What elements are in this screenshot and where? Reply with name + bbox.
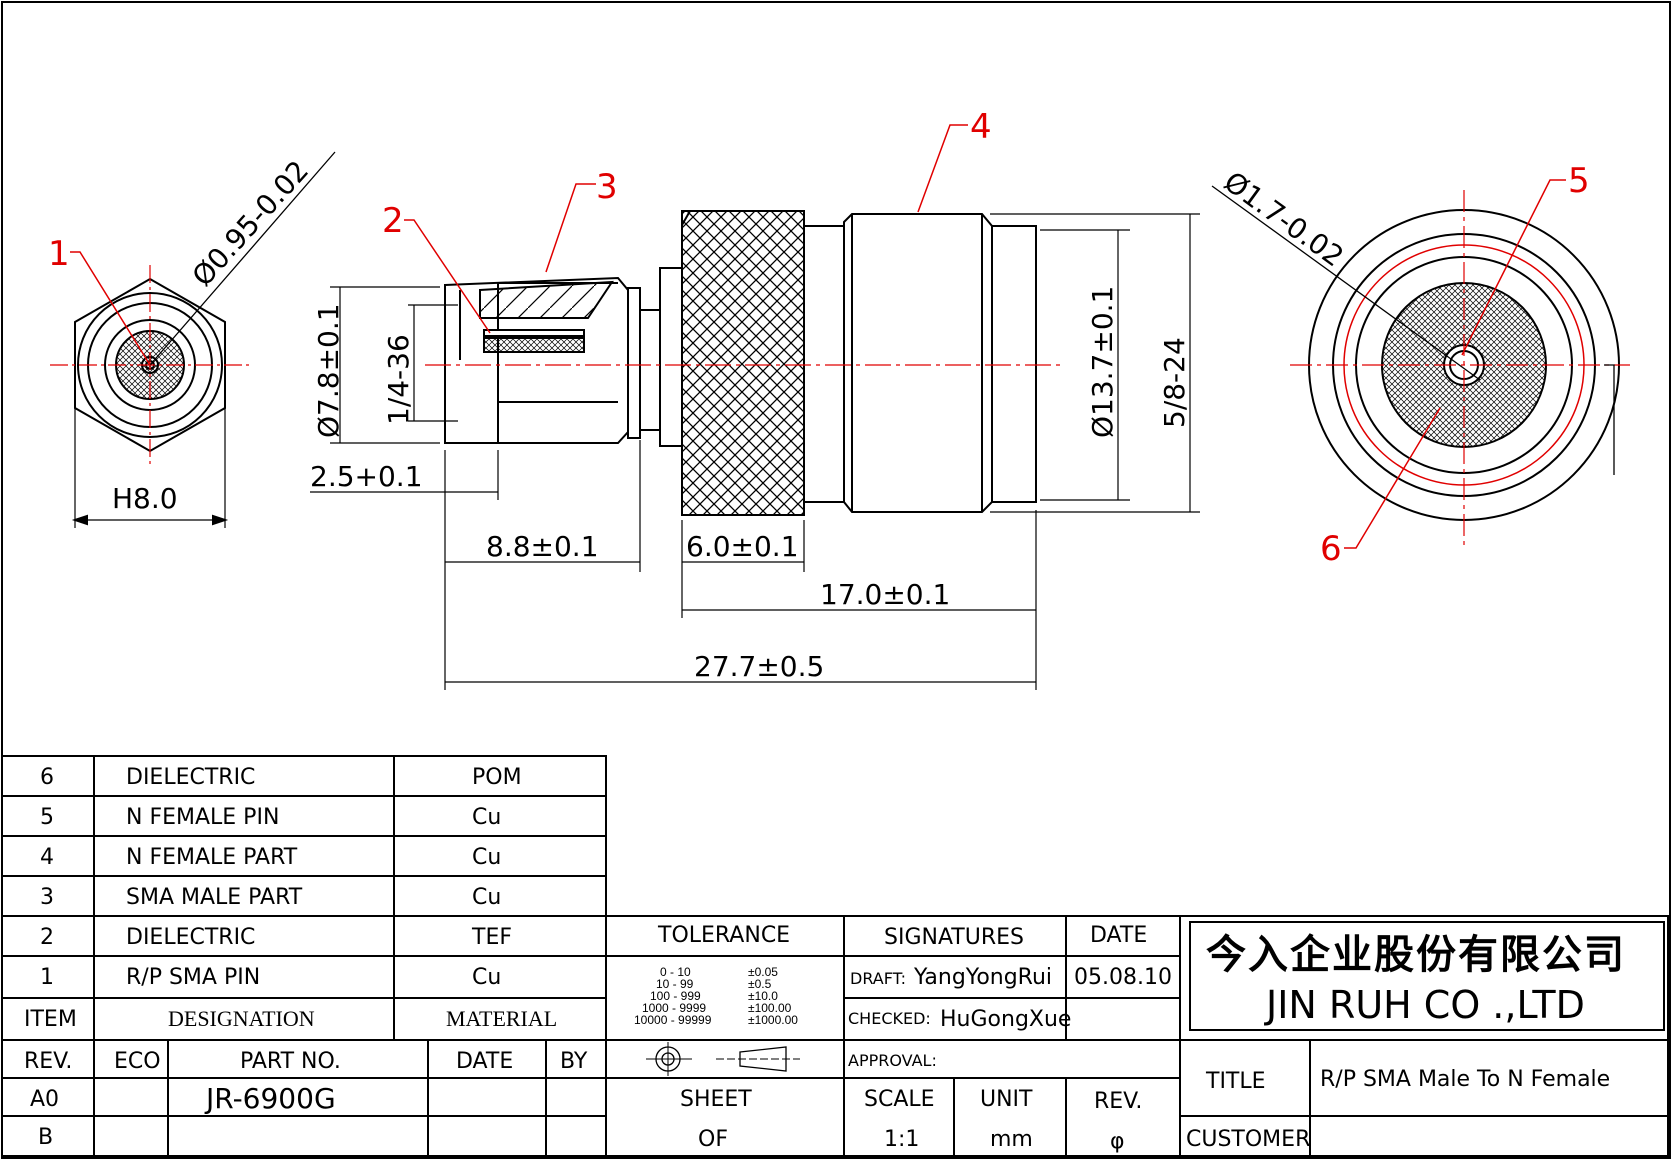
- bom-material: Cu: [472, 805, 501, 830]
- dim-17-0: 17.0±0.1: [820, 578, 950, 611]
- bom-material: Cu: [472, 885, 501, 910]
- unit-value: mm: [990, 1127, 1033, 1152]
- bom-designation: R/P SMA PIN: [126, 965, 260, 990]
- unit-label: UNIT: [980, 1087, 1033, 1112]
- dim-body-dia-n: Ø13.7±0.1: [1086, 286, 1119, 438]
- bom-material: TEF: [471, 925, 512, 950]
- bom-item: 5: [40, 805, 54, 830]
- balloon-5: 5: [1568, 161, 1590, 201]
- part-number: JR-6900G: [204, 1082, 336, 1115]
- rev-header-date: DATE: [456, 1049, 513, 1074]
- scale-label: SCALE: [864, 1087, 935, 1112]
- dim-thread-n: 5/8-24: [1158, 337, 1191, 428]
- bom-material: POM: [472, 765, 522, 790]
- draft-label: DRAFT:: [850, 969, 906, 988]
- bom-header-material: MATERIAL: [446, 1006, 557, 1031]
- svg-text:±1000.00: ±1000.00: [748, 1013, 798, 1027]
- bom-item: 6: [40, 765, 54, 790]
- bom-designation: N FEMALE PART: [126, 845, 298, 870]
- bom-header-item: ITEM: [24, 1007, 77, 1032]
- dim-27-7: 27.7±0.5: [694, 650, 824, 683]
- signatures-title: SIGNATURES: [884, 925, 1024, 950]
- rev-b: B: [38, 1125, 53, 1150]
- bom-item: 2: [40, 925, 54, 950]
- company-name-chinese: 今入企业股份有限公司: [1206, 932, 1626, 978]
- scale-value: 1:1: [884, 1127, 919, 1152]
- n-end-view: [1211, 185, 1630, 545]
- approval-label: APPROVAL:: [848, 1051, 937, 1070]
- svg-text:±0.05: ±0.05: [748, 965, 778, 979]
- revision-rows: REV. ECO PART NO. DATE BY A0 JR-6900G B: [24, 1049, 588, 1150]
- bom-item: 3: [40, 885, 54, 910]
- svg-text:0 - 10: 0 - 10: [660, 965, 691, 979]
- bom-material: Cu: [472, 965, 501, 990]
- revision-table: [1, 1039, 607, 1157]
- dim-pin-dia: Ø0.95-0.02: [186, 154, 315, 293]
- dim-8-8: 8.8±0.1: [486, 530, 599, 563]
- svg-text:±10.0: ±10.0: [748, 989, 778, 1003]
- bom-rows: 6 DIELECTRIC POM 5 N FEMALE PIN Cu 4 N F…: [24, 765, 557, 1032]
- bom-header-designation: DESIGNATION: [168, 1006, 315, 1031]
- rev-a0: A0: [30, 1087, 59, 1112]
- title-value: R/P SMA Male To N Female: [1320, 1067, 1610, 1092]
- bom-designation: N FEMALE PIN: [126, 805, 279, 830]
- svg-text:±100.00: ±100.00: [748, 1001, 792, 1015]
- dim-body-dia: Ø7.8±0.1: [312, 303, 345, 438]
- rev-header-by: BY: [560, 1049, 588, 1074]
- draft-name: YangYongRui: [913, 965, 1052, 990]
- balloon-4: 4: [970, 107, 992, 147]
- dim-6-0: 6.0±0.1: [686, 530, 799, 563]
- svg-text:±0.5: ±0.5: [748, 977, 772, 991]
- dim-thread-sma: 1/4-36: [382, 334, 415, 425]
- sma-end-view: [50, 151, 336, 528]
- rev-header-eco: ECO: [114, 1049, 161, 1074]
- balloon-1: 1: [48, 234, 70, 274]
- rev-box-value: φ: [1110, 1129, 1125, 1154]
- of-label: OF: [698, 1127, 728, 1152]
- title-label: TITLE: [1205, 1069, 1266, 1094]
- draft-date: 05.08.10: [1074, 965, 1172, 990]
- rev-box-label: REV.: [1094, 1089, 1142, 1114]
- dim-pin-dia-n: Ø1.7-0.02: [1218, 165, 1350, 273]
- dim-hex: H8.0: [112, 482, 178, 515]
- sheet-label: SHEET: [680, 1087, 752, 1112]
- title-block: [1179, 915, 1669, 1157]
- customer-label: CUSTOMER: [1186, 1127, 1310, 1152]
- dim-2-5: 2.5+0.1: [310, 460, 423, 493]
- signatures-date-header: DATE: [1090, 923, 1147, 948]
- svg-text:10000 - 99999: 10000 - 99999: [634, 1013, 712, 1027]
- balloon-3: 3: [596, 167, 618, 207]
- svg-text:1000 - 9999: 1000 - 9999: [642, 1001, 706, 1015]
- company-name-english: JIN RUH CO .,LTD: [1264, 983, 1585, 1027]
- svg-text:10 - 99: 10 - 99: [656, 977, 694, 991]
- bom-material: Cu: [472, 845, 501, 870]
- bom-designation: DIELECTRIC: [126, 765, 255, 790]
- tolerance-block: [605, 915, 845, 1157]
- bom-table: [1, 755, 607, 1041]
- bom-item: 1: [40, 965, 54, 990]
- balloon-2: 2: [382, 201, 404, 241]
- checked-label: CHECKED:: [848, 1009, 931, 1028]
- checked-name: HuGongXue: [940, 1007, 1071, 1032]
- svg-text:100 - 999: 100 - 999: [650, 989, 701, 1003]
- tolerance-title: TOLERANCE: [657, 923, 790, 948]
- bom-designation: SMA MALE PART: [126, 885, 303, 910]
- bom-designation: DIELECTRIC: [126, 925, 255, 950]
- tolerance-table: 0 - 10 10 - 99 100 - 999 1000 - 9999 100…: [634, 965, 798, 1027]
- rev-header-rev: REV.: [24, 1049, 72, 1074]
- balloon-6: 6: [1320, 529, 1342, 569]
- bom-item: 4: [40, 845, 54, 870]
- signatures-block: [843, 915, 1181, 1157]
- rev-header-part-no: PART NO.: [240, 1049, 341, 1074]
- connector-side-view: [310, 210, 1200, 690]
